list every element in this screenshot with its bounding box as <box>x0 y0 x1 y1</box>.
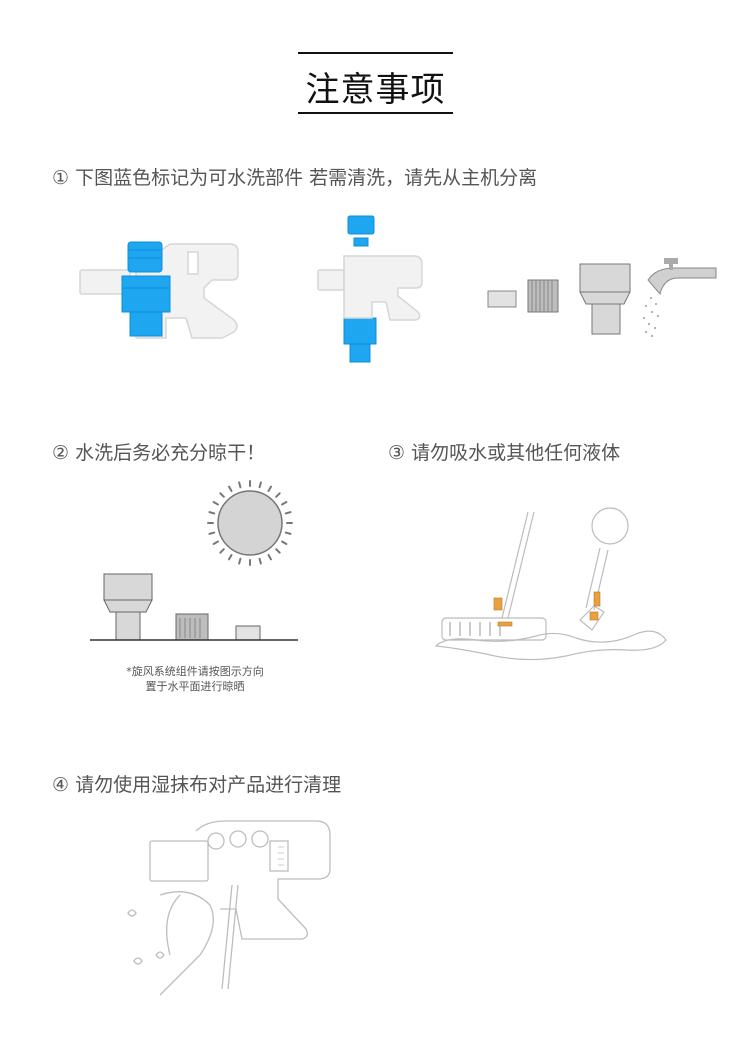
sun-ray <box>267 485 272 492</box>
sun-ray <box>208 511 216 515</box>
filter-parts-and-faucet-illustration <box>487 258 717 337</box>
sun-ray <box>281 540 288 545</box>
vacuum-exploded-view-illustration <box>317 215 423 363</box>
sun-ray <box>284 531 292 535</box>
vacuum-on-wet-floor-illustration <box>434 507 667 661</box>
sun-ray <box>219 492 225 498</box>
hepa-filter-icon <box>527 279 559 313</box>
sponge-drying-icon <box>235 625 261 641</box>
sun-ray <box>212 540 219 545</box>
sun-ray <box>284 511 292 515</box>
title-rule-top <box>298 52 453 54</box>
drying-caption-line-2: 置于水平面进行晾晒 <box>145 680 245 693</box>
page-title-block: 注意事项 <box>298 52 453 114</box>
cyclone-cup-drying-icon <box>103 573 153 641</box>
vacuum-body-with-parts-illustration <box>79 241 239 339</box>
page-title: 注意事项 <box>305 70 446 110</box>
sun-ray <box>267 554 272 561</box>
step-3-text: ③ 请勿吸水或其他任何液体 <box>388 442 621 464</box>
faucet-icon <box>643 258 717 337</box>
title-rule-bottom <box>298 112 453 114</box>
sun-ray <box>258 481 262 489</box>
drying-caption-line-1: *旋风系统组件请按图示方向 <box>126 665 264 678</box>
sun-icon <box>207 480 293 566</box>
drying-parts-illustration <box>90 573 298 641</box>
sun-ray <box>208 531 216 535</box>
sponge-filter-icon <box>487 290 517 308</box>
sun-ray <box>228 554 233 561</box>
sun-ray <box>281 501 288 506</box>
drying-caption: *旋风系统组件请按图示方向 置于水平面进行晾晒 <box>95 664 295 694</box>
wet-cloth-cleaning-illustration <box>127 820 331 996</box>
sun-ray <box>238 481 242 489</box>
step-2-text: ② 水洗后务必充分晾干！ <box>52 442 266 464</box>
cyclone-cup-icon <box>579 263 631 335</box>
sun-ray <box>275 548 281 554</box>
step-1-text: ① 下图蓝色标记为可水洗部件 若需清洗，请先从主机分离 <box>52 167 538 189</box>
sun-ray <box>212 501 219 506</box>
sun-ray <box>228 485 233 492</box>
sun-ray <box>238 557 242 565</box>
step-4-text: ④ 请勿使用湿抹布对产品进行清理 <box>52 774 342 796</box>
hepa-filter-drying-icon <box>175 613 209 641</box>
sun-ray <box>275 492 281 498</box>
sun-ray <box>219 548 225 554</box>
sun-ray <box>258 557 262 565</box>
